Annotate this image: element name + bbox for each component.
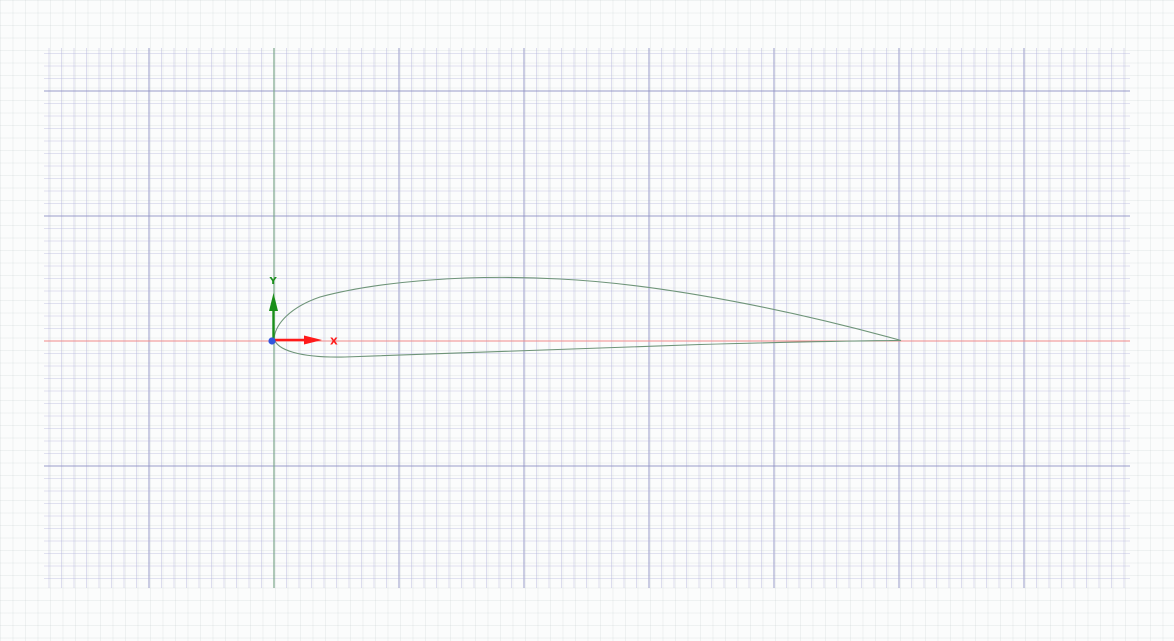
coordinate-triad[interactable]: X Y <box>268 276 338 348</box>
airfoil-profile-curve[interactable] <box>273 276 902 358</box>
sketch-grid <box>44 48 1130 588</box>
y-axis-label: Y <box>269 276 278 287</box>
x-axis-label: X <box>330 337 338 348</box>
origin-point-icon[interactable] <box>268 337 276 345</box>
y-arrow-head-icon <box>269 293 278 311</box>
x-arrow-head-icon <box>304 335 322 345</box>
